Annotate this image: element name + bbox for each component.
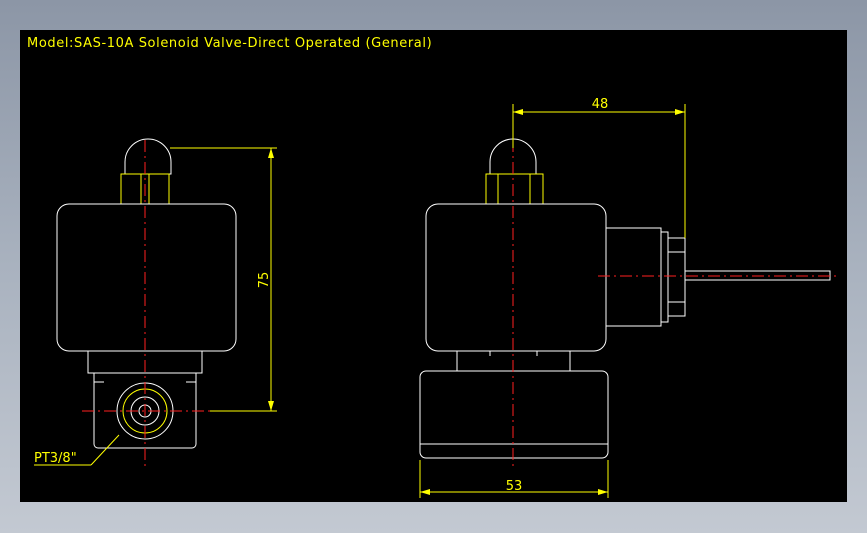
dimension-port: PT3/8" [34,434,120,466]
drawing-title: Model:SAS-10A Solenoid Valve-Direct Oper… [27,36,432,51]
dimension-width: 53 [419,460,609,498]
dim-arrow-right [598,489,608,495]
dim-arrow-right [675,109,685,115]
side-connector-housing [605,227,662,327]
dim-label-height: 75 [257,272,272,289]
side-connector-flange [660,231,669,323]
side-cable-gland [667,237,686,317]
dim-arrow-top [268,148,274,158]
side-valve-body [419,370,609,459]
front-neck [87,350,203,374]
cad-drawing-canvas: Model:SAS-10A Solenoid Valve-Direct Oper… [20,30,847,502]
dim-arrow-bottom [268,401,274,411]
port-leader-line [90,434,120,466]
dimension-height: 75 [170,147,277,412]
side-stem [485,173,544,205]
front-dome-cap [124,138,172,175]
port-label: PT3/8" [34,451,77,466]
side-view [419,138,838,470]
side-coil-body [425,203,607,352]
dim-arrow-left [420,489,430,495]
dimension-connector-offset: 48 [512,97,686,238]
front-coil-body [56,203,237,352]
dim-arrow-left [513,109,523,115]
dim-label-width: 53 [506,479,523,494]
dim-label-connector-offset: 48 [592,97,609,112]
side-dome-cap [489,138,537,175]
front-view [56,138,262,470]
cad-drawing: Model:SAS-10A Solenoid Valve-Direct Oper… [27,36,838,498]
